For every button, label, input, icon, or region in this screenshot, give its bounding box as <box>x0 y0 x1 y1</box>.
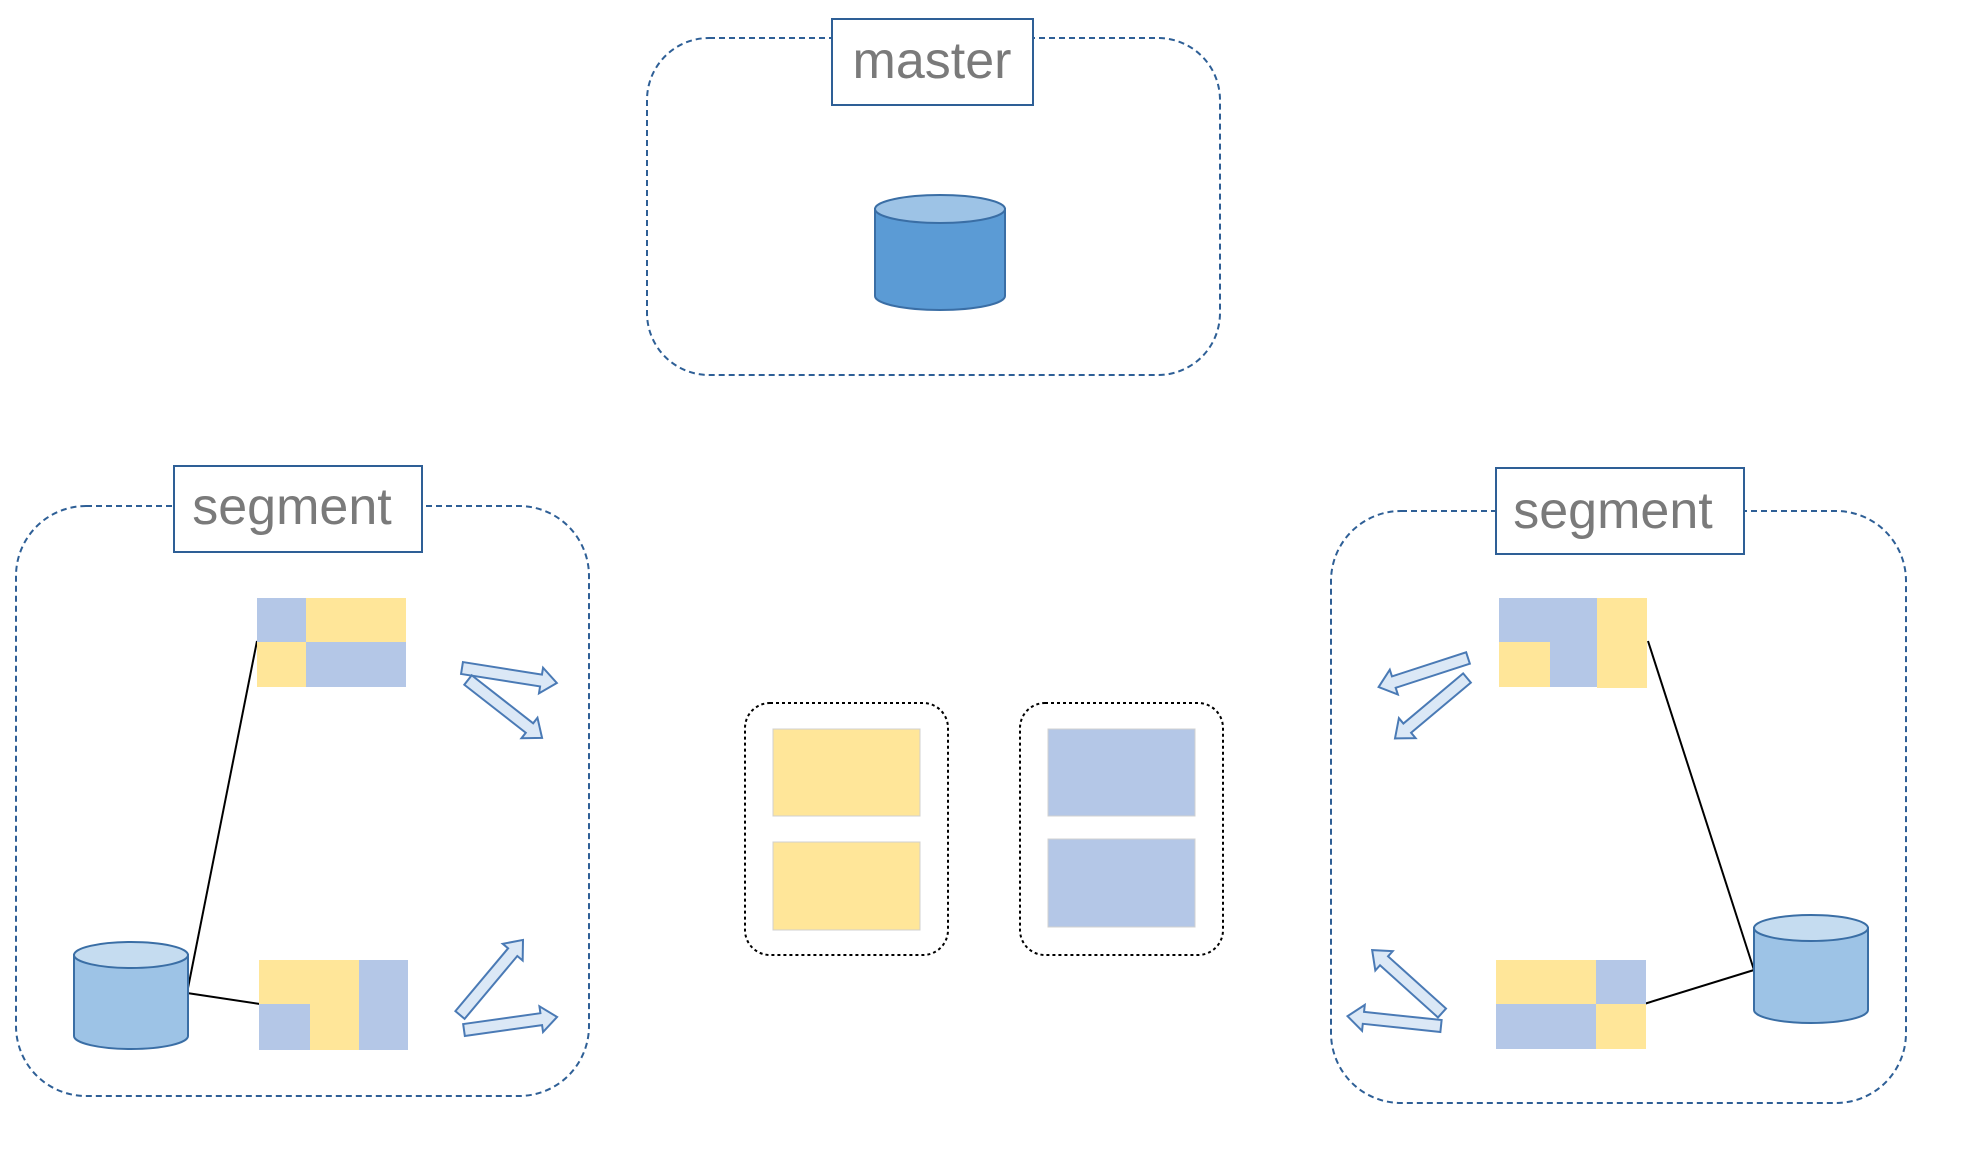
segment-left-container <box>15 505 590 1097</box>
database-icon <box>73 941 189 1050</box>
connector-line <box>186 992 261 1005</box>
connector-line <box>1643 969 1755 1005</box>
yellow-block-group <box>744 702 949 956</box>
master-label: master <box>853 32 1012 90</box>
master-node: master <box>646 18 1221 376</box>
segment-right-label: segment <box>1513 482 1713 540</box>
arrow-icon <box>1393 671 1473 740</box>
segment-left: segment <box>15 465 590 1097</box>
arrow-icon <box>453 938 525 1021</box>
data-block-icon <box>1499 598 1647 688</box>
data-block-icon <box>1496 960 1646 1049</box>
connector-line <box>1647 640 1755 971</box>
arrow-icon <box>1345 1002 1443 1034</box>
blue-block-group <box>1019 702 1224 956</box>
segment-left-label-box <box>173 465 423 553</box>
arrow-icon <box>1377 651 1472 697</box>
segment-right-label-box <box>1495 467 1745 555</box>
data-block-icon <box>772 841 921 931</box>
segment-right: segment <box>1330 467 1907 1104</box>
arrow-icon <box>462 1004 559 1038</box>
data-block-icon <box>259 960 408 1050</box>
arrow-icon <box>1370 949 1448 1019</box>
segment-right-container <box>1330 510 1907 1104</box>
arrow-icon <box>462 673 544 740</box>
database-icon <box>874 194 1006 311</box>
database-icon <box>1753 914 1869 1024</box>
data-block-icon <box>772 728 921 817</box>
connector-line <box>186 640 258 994</box>
data-block-icon <box>257 598 406 687</box>
data-block-icon <box>1047 838 1196 928</box>
master-label-box <box>831 18 1034 106</box>
segment-left-label: segment <box>192 478 392 536</box>
data-block-icon <box>1047 728 1196 817</box>
